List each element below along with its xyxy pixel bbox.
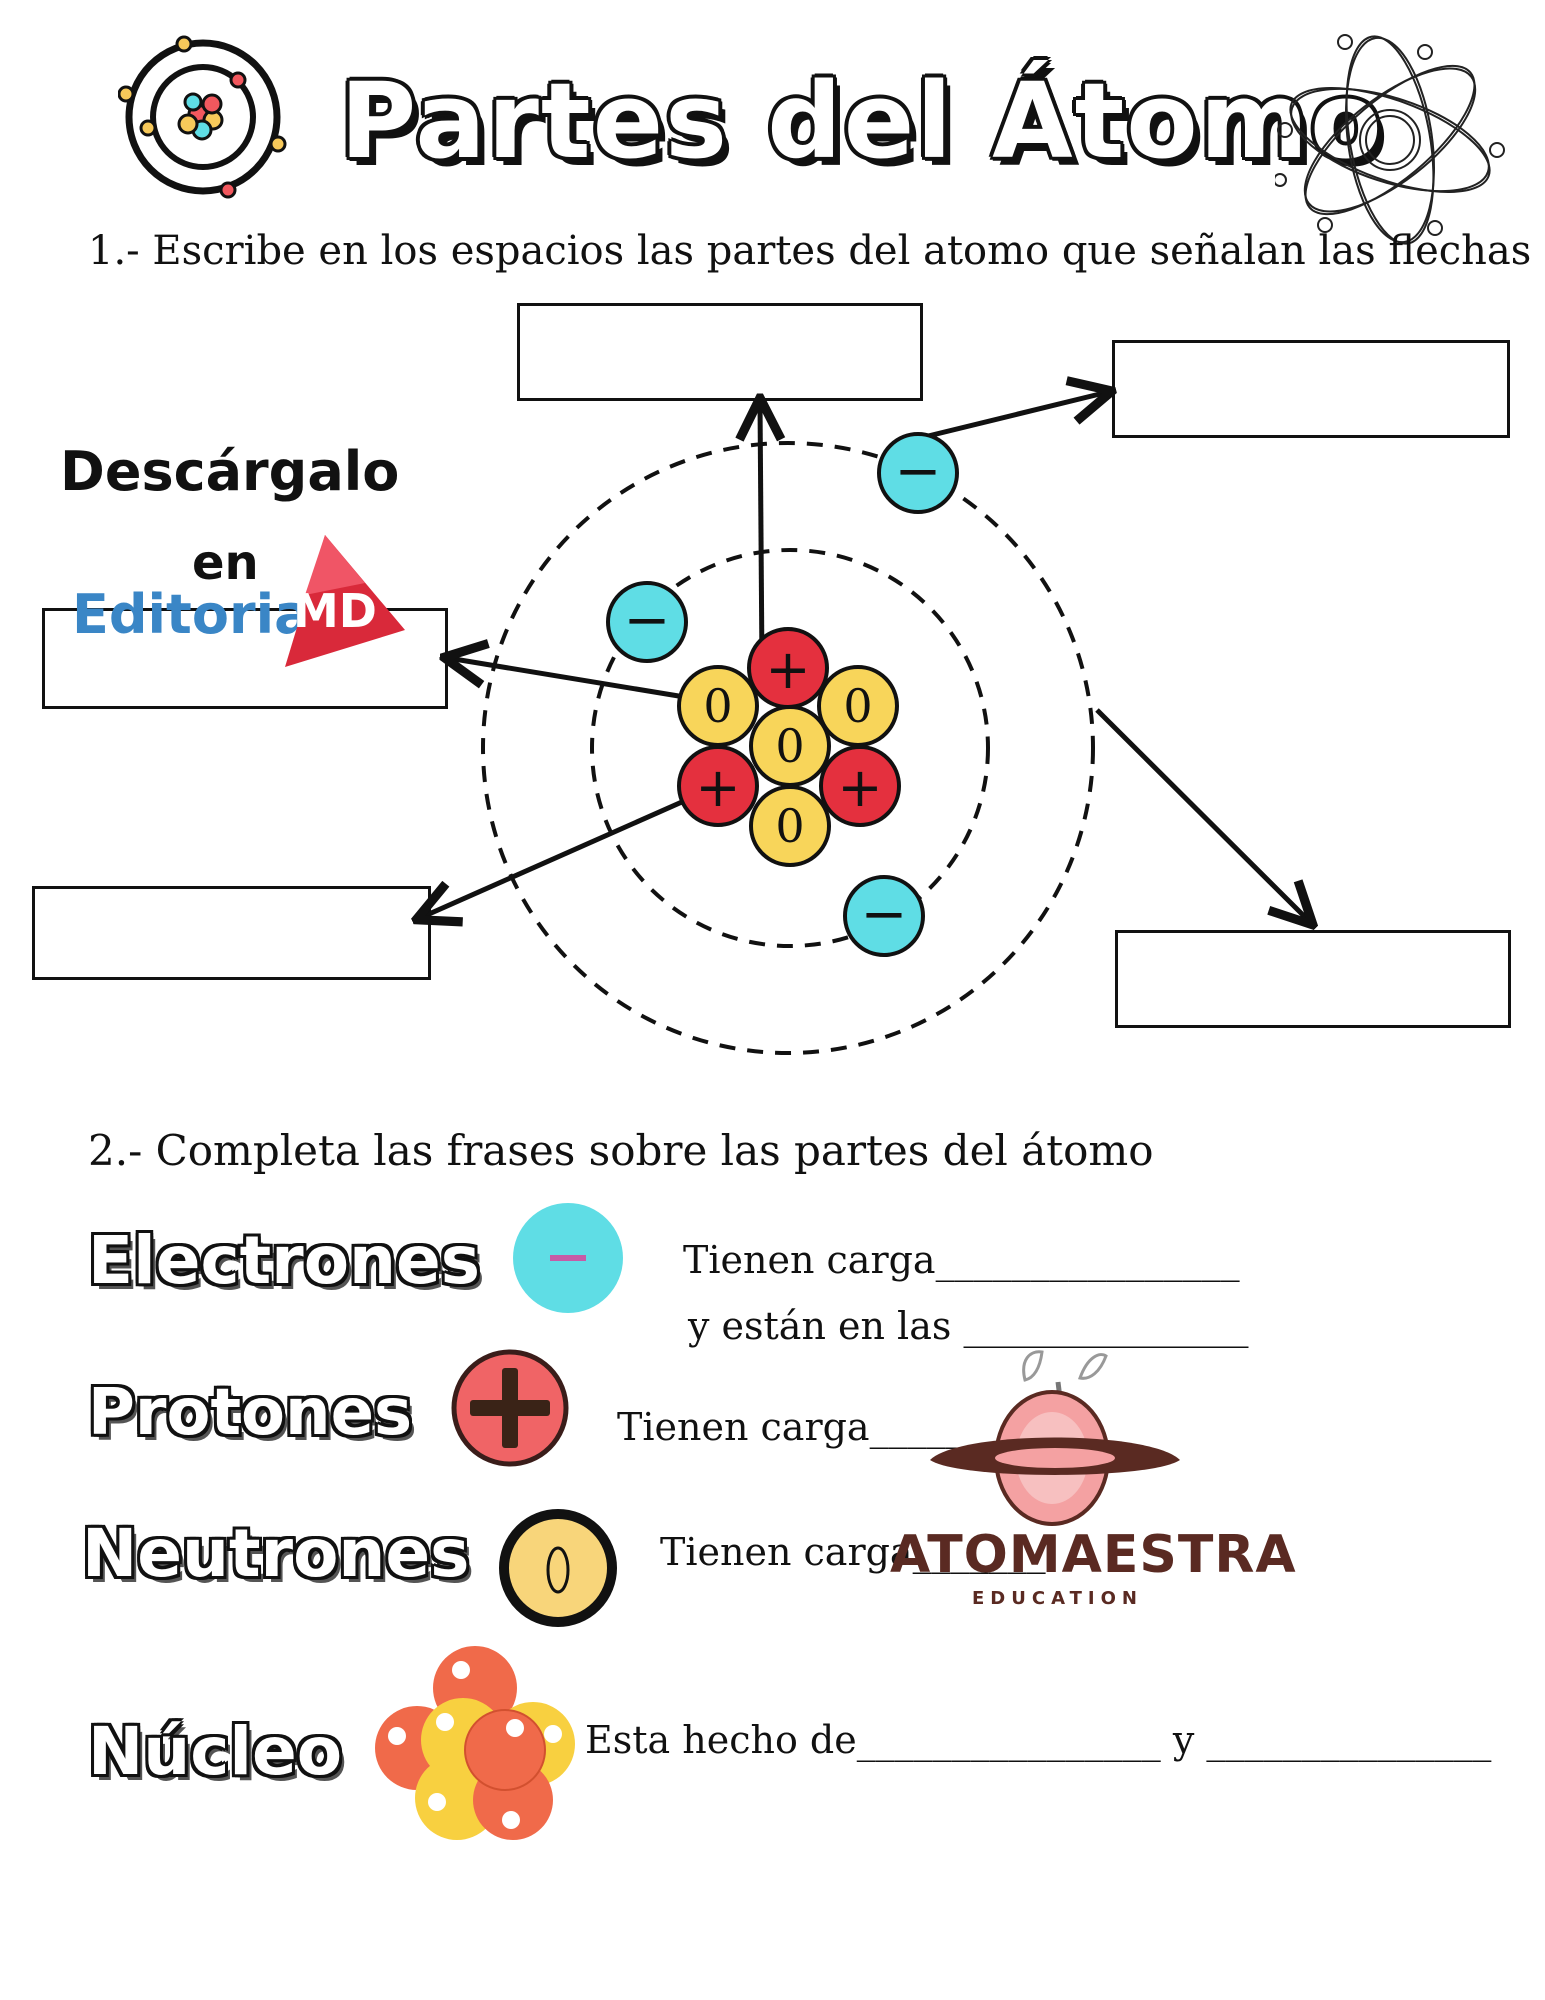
- proton-particle: +: [677, 745, 759, 827]
- electron-symbol-icon: [513, 1203, 623, 1313]
- svg-text:0: 0: [703, 679, 732, 733]
- svg-text:+: +: [837, 756, 882, 819]
- arrow-to-left-box: [448, 658, 716, 705]
- inner-orbit: [590, 548, 990, 948]
- label-electrones: Electrones: [88, 1222, 481, 1299]
- answer-box-bottom-left[interactable]: [32, 886, 431, 980]
- atom-icon-left: [118, 35, 287, 199]
- electron-symbol: −: [624, 588, 671, 653]
- label-protones: Protones: [88, 1376, 413, 1450]
- nucleo-sentence: Esta hecho de________________ y ________…: [585, 1718, 1492, 1762]
- promo-download-text: Descárgalo: [60, 440, 400, 503]
- outer-orbit: [481, 441, 1095, 1055]
- electron-bottom: −: [843, 875, 925, 957]
- electron-top: −: [877, 432, 959, 514]
- protones-sentence: Tienen carga_______: [617, 1405, 1003, 1449]
- instruction-2: 2.- Completa las frases sobre las partes…: [88, 1126, 1154, 1175]
- arrow-to-bottom-right-box: [1095, 708, 1310, 922]
- neutrones-sentence: Tienen carga_______: [660, 1530, 1046, 1574]
- page-title: Partes del Átomo: [340, 60, 1384, 182]
- answer-box-top-right[interactable]: [1112, 340, 1510, 438]
- label-nucleo: Núcleo: [88, 1713, 343, 1790]
- answer-box-top[interactable]: [517, 303, 923, 401]
- nucleus: 0 0 + + + 0 0: [677, 627, 901, 867]
- electron-left: −: [606, 581, 688, 663]
- electrones-sentence-2: y están en las _______________: [688, 1304, 1249, 1348]
- arrow-to-top-right-box: [919, 392, 1108, 441]
- electron-symbol: −: [861, 882, 908, 947]
- answer-box-bottom-right[interactable]: [1115, 930, 1511, 1028]
- editorial-brand-text: Editorial: [72, 583, 330, 646]
- atom-sketch-icon: [1275, 34, 1505, 245]
- svg-text:0: 0: [775, 719, 804, 773]
- electron-symbol: −: [895, 439, 942, 504]
- nucleus-cluster-icon: [375, 1646, 575, 1840]
- neutron-particle: 0: [749, 705, 831, 787]
- proton-particle: +: [747, 627, 829, 709]
- svg-text:+: +: [695, 756, 740, 819]
- atomaestra-apple-logo: [930, 1350, 1180, 1526]
- proton-particle: +: [819, 745, 901, 827]
- svg-text:+: +: [765, 638, 810, 701]
- arrow-to-top-box: [760, 402, 762, 669]
- proton-symbol-icon: [451, 1349, 569, 1467]
- label-neutrones: Neutrones: [82, 1515, 470, 1592]
- instruction-1: 1.- Escribe en los espacios las partes d…: [88, 228, 1532, 274]
- arrow-to-bottom-left-box: [420, 783, 720, 918]
- promo-en-text: en: [192, 535, 259, 591]
- atomaestra-brand: ATOMAESTRA: [890, 1525, 1297, 1585]
- md-logo-text: MD: [293, 584, 377, 638]
- neutron-symbol-icon: [499, 1509, 617, 1627]
- neutron-particle: 0: [749, 785, 831, 867]
- electrones-sentence-1: Tienen carga________________: [683, 1238, 1240, 1282]
- svg-text:0: 0: [775, 799, 804, 853]
- editorial-md-logo-icon: MD: [285, 535, 405, 667]
- neutron-particle: 0: [677, 665, 759, 747]
- atomaestra-sub: EDUCATION: [972, 1588, 1143, 1609]
- svg-text:0: 0: [843, 679, 872, 733]
- atom-diagram: − − − 0 0 + + + 0 0: [0, 0, 1545, 1055]
- neutron-particle: 0: [817, 665, 899, 747]
